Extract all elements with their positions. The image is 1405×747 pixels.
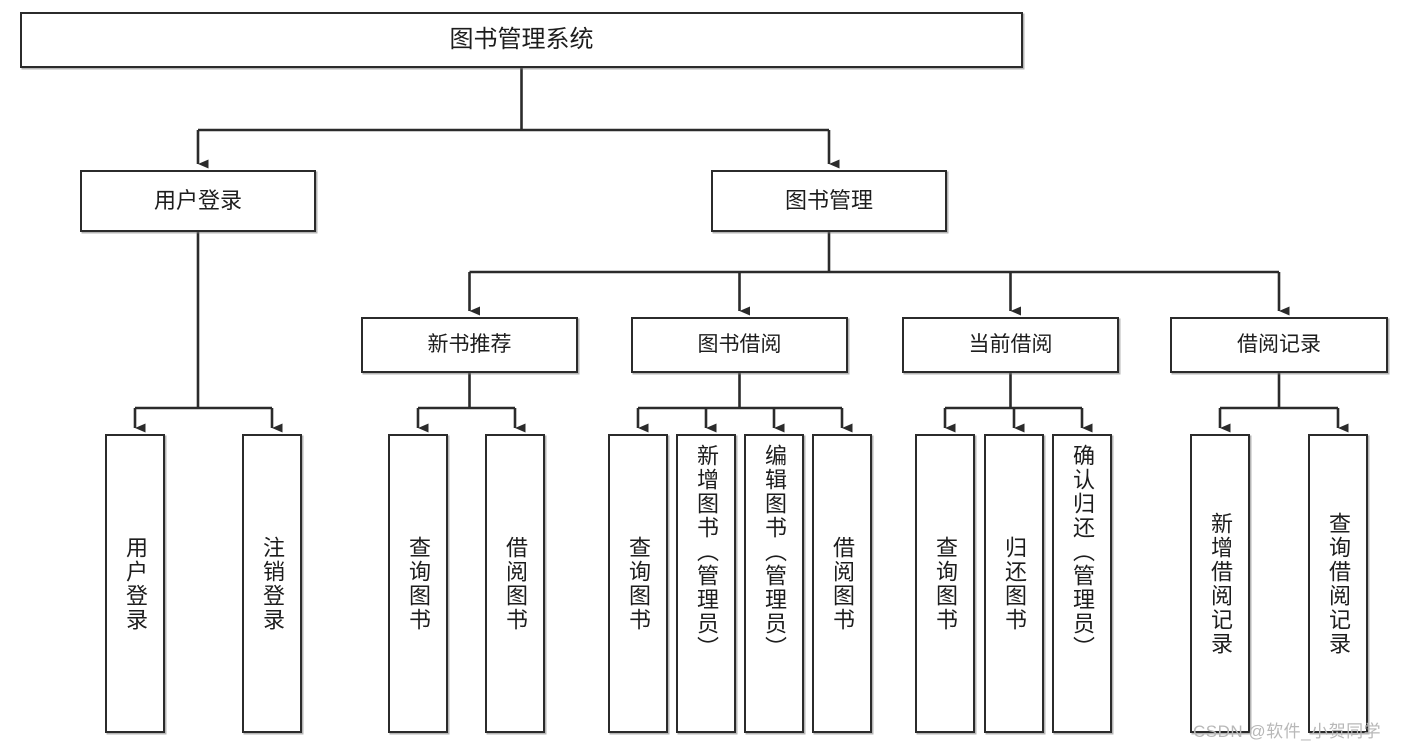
leaf-edit-book-admin[interactable]: 编辑图书（管理员） [744,434,804,733]
node-label: 借阅图书 [503,535,528,632]
node-label: 查询借阅记录 [1326,511,1351,656]
leaf-query-book-current[interactable]: 查询图书 [915,434,975,733]
node-label: 编辑图书（管理员） [762,444,787,660]
user-login-to-leaves-connectors [133,232,283,433]
current-borrow-to-leaves-connectors [943,373,1093,433]
node-label: 新增借阅记录 [1208,511,1233,656]
leaf-confirm-return-admin[interactable]: 确认归还（管理员） [1052,434,1112,733]
node-book-manage[interactable]: 图书管理 [711,170,947,232]
node-label: 查询图书 [406,535,431,632]
node-book-borrow[interactable]: 图书借阅 [631,317,848,373]
node-book-management-system[interactable]: 图书管理系统 [20,12,1023,68]
leaf-query-book-recommend[interactable]: 查询图书 [388,434,448,733]
node-label: 确认归还（管理员） [1070,444,1095,660]
node-label: 注销登录 [260,535,285,632]
csdn-watermark: CSDN @软件_小贺同学 [1193,722,1382,741]
node-label: 借阅图书 [830,535,855,632]
node-user-login[interactable]: 用户登录 [80,170,316,232]
node-current-borrow[interactable]: 当前借阅 [902,317,1119,373]
node-label: 归还图书 [1002,535,1027,632]
leaf-user-login[interactable]: 用户登录 [105,434,165,733]
node-label: 用户登录 [123,535,148,632]
node-label: 新增图书（管理员） [694,444,719,660]
node-label: 借阅记录 [1237,333,1321,357]
leaf-return-book[interactable]: 归还图书 [984,434,1044,733]
node-borrow-record[interactable]: 借阅记录 [1170,317,1388,373]
leaf-logout-login[interactable]: 注销登录 [242,434,302,733]
node-label: 用户登录 [153,187,242,213]
node-label: 新书推荐 [427,333,512,357]
new-book-rec-to-leaves-connectors [416,373,526,433]
node-label: 当前借阅 [968,333,1053,357]
leaf-add-borrow-record[interactable]: 新增借阅记录 [1190,434,1250,733]
leaf-query-book-borrow[interactable]: 查询图书 [608,434,668,733]
node-label: 查询图书 [933,535,958,632]
leaf-borrow-book-recommend[interactable]: 借阅图书 [485,434,545,733]
leaf-query-borrow-record[interactable]: 查询借阅记录 [1308,434,1368,733]
book-manage-to-level2-connectors [468,232,1290,316]
leaf-borrow-book[interactable]: 借阅图书 [812,434,872,733]
book-borrow-to-leaves-connectors [636,373,853,433]
node-new-book-recommend[interactable]: 新书推荐 [361,317,578,373]
node-label: 图书管理系统 [449,25,594,53]
leaf-add-book-admin[interactable]: 新增图书（管理员） [676,434,736,733]
node-label: 查询图书 [626,535,651,632]
root-to-level1-connectors [196,68,840,169]
borrow-record-to-leaves-connectors [1218,373,1349,433]
node-label: 图书借阅 [697,333,782,357]
node-label: 图书管理 [784,187,873,213]
